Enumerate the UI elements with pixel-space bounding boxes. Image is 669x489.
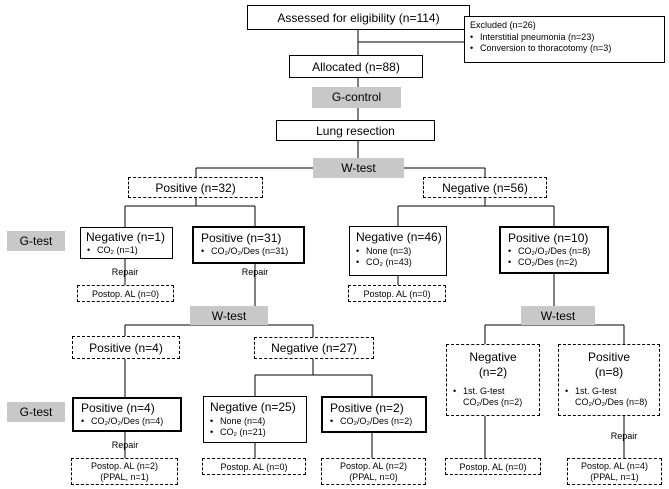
postop-al-neg46-box: Postop. AL (n=0) (348, 285, 446, 302)
negative-2-line1: Negative (469, 350, 517, 364)
positive-32-box: Positive (n=32) (128, 177, 263, 198)
w-test-label: W-test (540, 309, 576, 323)
negative-25-item: None (n=4) (210, 416, 266, 427)
postop-al-line1: Postop. AL (n=4) (581, 461, 648, 471)
assessed-box: Assessed for eligibility (n=114) (247, 5, 470, 30)
w-test-box-2: W-test (190, 306, 268, 325)
repair-label: Repair (610, 431, 638, 441)
lung-resection-box: Lung resection (276, 120, 435, 141)
postop-al-pos8-box: Postop. AL (n=4) (PPAL, n=1) (567, 458, 662, 485)
negative-46-item: CO₂ (n=43) (356, 257, 412, 268)
positive-8-box: Positive (n=8) 1st. G-test CO₂/O₂/Des (n… (558, 344, 660, 416)
excluded-item: Conversion to thoracotomy (n=3) (470, 43, 611, 54)
negative-2-line2: (n=2) (478, 365, 508, 379)
postop-al-line2: (PPAL, n=0) (349, 472, 398, 482)
positive-4-gtest-item: CO₂/O₂/Des (n=4) (81, 416, 163, 427)
w-test-box-3: W-test (521, 306, 595, 325)
g-control-box: G-control (312, 87, 401, 108)
postop-al-line2: (PPAL, n=1) (590, 472, 639, 482)
negative-56-box: Negative (n=56) (423, 177, 547, 198)
negative-1-title: Negative (n=1) (86, 230, 166, 244)
negative-25-title: Negative (n=25) (210, 400, 296, 414)
g-test-label-box-1: G-test (7, 231, 65, 251)
repair-label: Repair (111, 267, 139, 277)
negative-1-list: CO₂ (n=1) (87, 245, 138, 256)
w-test-label: W-test (211, 309, 247, 323)
positive-32-label: Positive (n=32) (155, 181, 236, 195)
w-test-label: W-test (341, 161, 376, 175)
postop-al-pos4-box: Postop. AL (n=2) (PPAL, n=1) (71, 458, 178, 485)
allocated-box: Allocated (n=88) (289, 55, 423, 78)
postop-al-neg2-box: Postop. AL (n=0) (445, 458, 541, 475)
negative-27-box: Negative (n=27) (254, 337, 374, 359)
positive-8-notes: 1st. G-test (565, 386, 617, 397)
positive-31-list: CO₂/O₂/Des (n=31) (201, 246, 288, 257)
positive-31-item: CO₂/O₂/Des (n=31) (201, 246, 288, 257)
negative-25-list: None (n=4) CO₂ (n=21) (210, 416, 266, 438)
positive-2-list: CO₂/O₂/Des (n=2) (330, 416, 412, 427)
positive-8-note: CO₂/O₂/Des (n=8) (575, 397, 648, 407)
positive-4-box: Positive (n=4) (72, 336, 180, 359)
negative-25-box: Negative (n=25) None (n=4) CO₂ (n=21) (203, 396, 307, 443)
g-test-label: G-test (19, 234, 53, 248)
positive-31-title: Positive (n=31) (201, 231, 282, 245)
g-test-label: G-test (19, 405, 53, 419)
negative-25-item: CO₂ (n=21) (210, 427, 266, 438)
postop-al-neg1-box: Postop. AL (n=0) (77, 285, 174, 302)
postop-al-label: Postop. AL (n=0) (220, 462, 288, 472)
positive-8-note: 1st. G-test (565, 386, 617, 397)
negative-27-label: Negative (n=27) (271, 341, 357, 355)
postop-al-label: Postop. AL (n=0) (92, 289, 159, 299)
negative-46-box: Negative (n=46) None (n=3) CO₂ (n=43) (349, 226, 447, 276)
positive-2-box: Positive (n=2) CO₂/O₂/Des (n=2) (321, 396, 427, 433)
excluded-list: Interstitial pneumonia (n=23) Conversion… (470, 32, 611, 54)
positive-4-gtest-box: Positive (n=4) CO₂/O₂/Des (n=4) (72, 397, 182, 432)
positive-10-list: CO₂/O₂/Des (n=8) CO₂/Des (n=2) (508, 246, 590, 268)
positive-2-title: Positive (n=2) (330, 401, 404, 415)
negative-2-notes: 1st. G-test (453, 386, 505, 397)
repair-label: Repair (241, 267, 269, 277)
postop-al-line1: Postop. AL (n=2) (340, 461, 407, 471)
assessed-label: Assessed for eligibility (n=114) (277, 11, 440, 25)
postop-al-label: Postop. AL (n=0) (459, 462, 527, 472)
negative-46-list: None (n=3) CO₂ (n=43) (356, 246, 412, 268)
postop-al-line2: (PPAL, n=1) (100, 472, 149, 482)
postop-al-label: Postop. AL (n=0) (363, 289, 431, 299)
positive-4-gtest-title: Positive (n=4) (81, 401, 155, 415)
positive-2-item: CO₂/O₂/Des (n=2) (330, 416, 412, 427)
postop-al-line1: Postop. AL (n=2) (91, 461, 158, 471)
allocated-label: Allocated (n=88) (312, 60, 400, 74)
positive-10-item: CO₂/Des (n=2) (508, 257, 590, 268)
postop-al-neg25-box: Postop. AL (n=0) (202, 458, 306, 475)
excluded-title: Excluded (n=26) (470, 20, 536, 30)
positive-8-line2: (n=8) (594, 365, 624, 379)
positive-31-box: Positive (n=31) CO₂/O₂/Des (n=31) (192, 226, 305, 264)
negative-1-item: CO₂ (n=1) (87, 245, 138, 256)
g-test-label-box-2: G-test (7, 402, 65, 422)
negative-56-label: Negative (n=56) (442, 181, 528, 195)
excluded-item: Interstitial pneumonia (n=23) (470, 32, 611, 43)
positive-4-label: Positive (n=4) (89, 341, 163, 355)
excluded-box: Excluded (n=26) Interstitial pneumonia (… (464, 16, 665, 63)
lung-resection-label: Lung resection (316, 124, 395, 138)
positive-10-title: Positive (n=10) (508, 231, 589, 245)
negative-1-box: Negative (n=1) CO₂ (n=1) (80, 227, 173, 259)
negative-46-item: None (n=3) (356, 246, 412, 257)
negative-46-title: Negative (n=46) (356, 230, 442, 244)
negative-2-note: 1st. G-test (453, 386, 505, 397)
g-control-label: G-control (331, 90, 382, 104)
repair-label: Repair (111, 440, 139, 450)
positive-8-line1: Positive (587, 350, 631, 364)
negative-2-box: Negative (n=2) 1st. G-test CO₂/Des (n=2) (446, 344, 540, 416)
negative-2-note: CO₂/Des (n=2) (463, 397, 523, 407)
postop-al-pos2-box: Postop. AL (n=2) (PPAL, n=0) (321, 458, 426, 485)
positive-4-gtest-list: CO₂/O₂/Des (n=4) (81, 416, 163, 427)
w-test-box-1: W-test (313, 158, 404, 178)
positive-10-item: CO₂/O₂/Des (n=8) (508, 246, 590, 257)
positive-10-box: Positive (n=10) CO₂/O₂/Des (n=8) CO₂/Des… (499, 226, 609, 274)
